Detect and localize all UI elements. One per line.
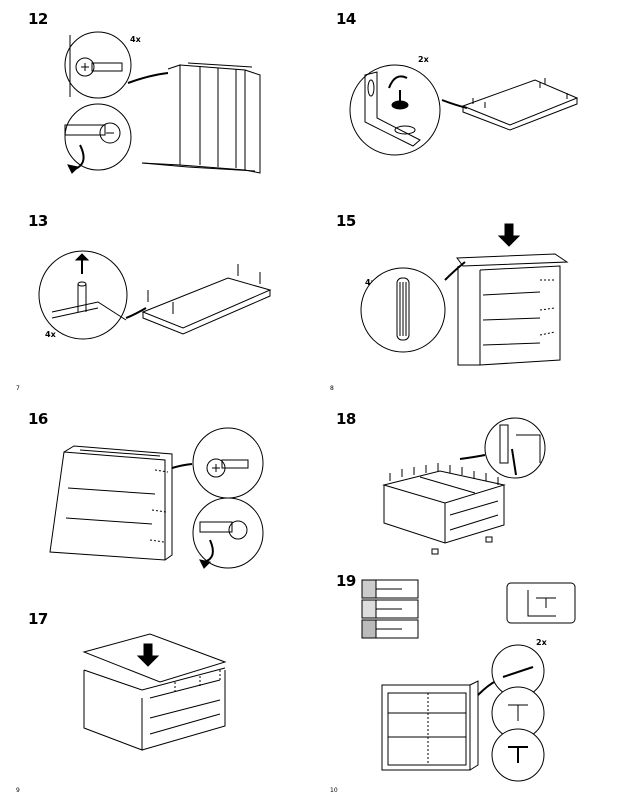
step-14-quantity: 2x [418, 55, 429, 64]
dowel-icon [361, 268, 445, 352]
page-number-8: 8 [330, 385, 334, 392]
step-12-illustration [40, 25, 270, 185]
bracket-icon [350, 65, 440, 155]
step-14-illustration [345, 60, 585, 160]
cam-lock-icon [193, 428, 263, 498]
page-number-9: 9 [16, 787, 20, 794]
cam-lock-icon [65, 104, 131, 173]
down-arrow-icon [499, 224, 519, 246]
step-15-quantity: 4x [365, 278, 376, 287]
bracket-icon [507, 583, 575, 623]
cam-lock-icon [65, 32, 131, 98]
step-17-illustration [80, 630, 230, 770]
step-14-number: 14 [336, 10, 356, 28]
step-16-illustration [50, 430, 290, 580]
page-number-7: 7 [16, 385, 20, 392]
step-12-quantity: 4x [130, 35, 141, 44]
step-19-illustration [378, 645, 558, 785]
step-12-number: 12 [28, 10, 48, 28]
step-13-number: 13 [28, 212, 48, 230]
step-16-number: 16 [28, 410, 48, 428]
step-19-wall-bracket-detail [506, 582, 576, 624]
step-18-illustration [380, 415, 560, 560]
step-15-number: 15 [336, 212, 356, 230]
wall-plug-icon [362, 600, 418, 618]
page-number-10: 10 [330, 787, 338, 794]
step-18-number: 18 [336, 410, 356, 428]
cam-lock-icon [193, 498, 263, 568]
wall-plug-icon [362, 580, 418, 598]
step-19-wall-types [360, 578, 420, 640]
step-17-number: 17 [28, 610, 48, 628]
step-19-number: 19 [336, 572, 356, 590]
nail-icon [485, 418, 545, 478]
screw-icon [362, 620, 418, 638]
dowel-icon [39, 251, 127, 339]
step-13-illustration [38, 240, 278, 350]
step-19-quantity: 2x [536, 638, 547, 647]
step-13-quantity: 4x [45, 330, 56, 339]
step-15-illustration [355, 220, 585, 370]
down-arrow-icon [138, 644, 158, 666]
